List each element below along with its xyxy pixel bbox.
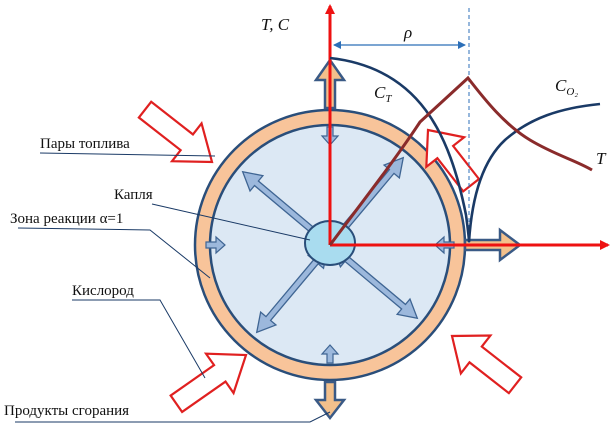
ct-sub: T [385, 93, 392, 105]
leader-combustion-products [15, 411, 331, 423]
temperature-curve-label: T [596, 149, 606, 168]
oxygen-arrow-upper-left [137, 100, 214, 164]
leader-reaction-zone [17, 227, 211, 279]
label-combustion-products: Продукты сгорания [4, 403, 130, 419]
label-oxygen: Кислород [72, 283, 134, 299]
label-fuel-vapor: Пары топлива [40, 136, 130, 152]
label-leader-lines [15, 152, 331, 423]
leader-oxygen [72, 299, 206, 379]
co2-curve-label: CO₂ [555, 77, 578, 98]
ct-concentration-curve [329, 56, 601, 243]
co2-main: C [555, 76, 567, 95]
rho-label: ρ [404, 23, 413, 42]
oxygen-arrow-lower-right [450, 334, 523, 395]
leader-droplet [151, 203, 311, 241]
label-droplet: Капля [114, 187, 153, 203]
inward-arrow-bottom [320, 344, 340, 364]
outflow-arrow-bottom [313, 380, 347, 421]
inward-arrow-left [205, 235, 226, 255]
label-reaction-zone: Зона реакции α=1 [10, 211, 124, 227]
temperature-curve [328, 75, 593, 246]
leader-fuel-vapor [39, 152, 216, 157]
ct-curve-label: CT [374, 84, 391, 105]
oxygen-arrow-lower-left [169, 352, 248, 414]
ct-main: C [374, 83, 386, 102]
y-axis-label: T, C [261, 15, 290, 34]
co2-sub: O₂ [566, 86, 579, 98]
